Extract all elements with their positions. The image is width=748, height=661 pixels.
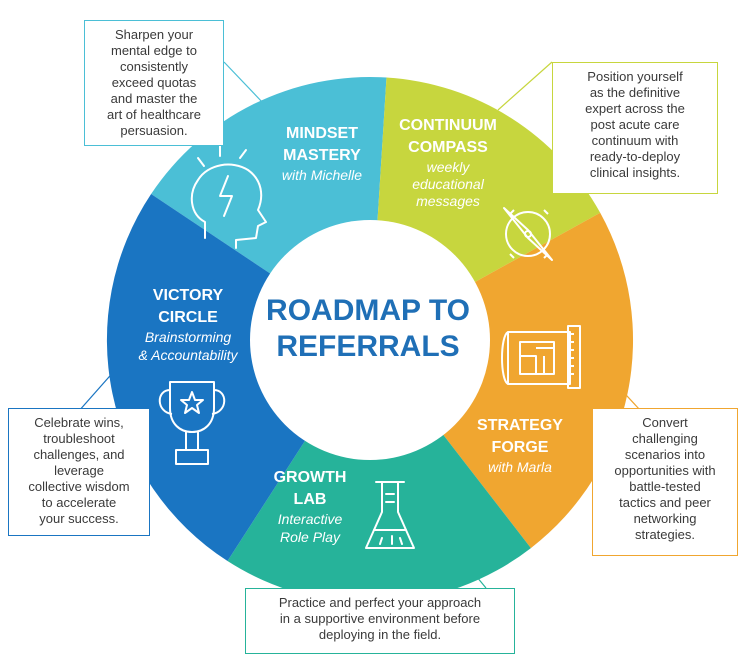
segment-strategy [434,212,634,549]
center-hole [250,220,490,460]
center-title-line2: REFERRALS [276,330,459,363]
mindset-subtitle: with Michelle [282,167,362,183]
connector-mindset [223,61,265,105]
callout-mindset: Sharpen your mental edge to consistently… [84,20,224,146]
segment-victory [106,194,314,561]
segment-label-continuum: CONTINUUM COMPASS weekly educational mes… [399,117,497,209]
continuum-subtitle-line3: messages [416,193,480,209]
segment-continuum [376,77,601,290]
callout-victory-text: Celebrate wins, troubleshoot challenges,… [28,415,130,526]
brain-lightning-icon [190,145,267,249]
victory-subtitle-line1: Brainstorming [145,329,232,345]
segment-growth [227,423,531,604]
callout-continuum: Position yourself as the definitive expe… [552,62,718,194]
mindset-title-line1: MINDSET [286,125,358,142]
growth-subtitle-line2: Role Play [280,529,341,545]
continuum-subtitle-line1: weekly [427,159,471,175]
victory-title-line1: VICTORY [153,287,224,304]
callout-growth-text: Practice and perfect your approach in a … [278,595,482,642]
victory-subtitle-line2: & Accountability [138,347,238,363]
segment-label-victory: VICTORY CIRCLE Brainstorming & Accountab… [138,287,238,363]
strategy-title-line1: STRATEGY [477,417,563,434]
segment-label-growth: GROWTH LAB Interactive Role Play [274,469,347,545]
compass-icon [503,207,553,261]
mindset-title-line2: MASTERY [283,147,361,164]
growth-title-line1: GROWTH [274,469,347,486]
trophy-icon [158,381,226,465]
segment-label-strategy: STRATEGY FORGE with Marla [477,417,563,475]
callout-growth: Practice and perfect your approach in a … [245,588,515,654]
connector-continuum [497,61,553,111]
strategy-title-line2: FORGE [492,439,549,456]
continuum-title-line1: CONTINUUM [399,117,497,134]
callout-continuum-text: Position yourself as the definitive expe… [585,69,685,180]
callout-mindset-text: Sharpen your mental edge to consistently… [107,27,201,138]
flask-icon [365,481,415,549]
callout-strategy-text: Convert challenging scenarios into oppor… [614,415,716,542]
callout-victory: Celebrate wins, troubleshoot challenges,… [8,408,150,536]
continuum-title-line2: COMPASS [408,139,488,156]
continuum-subtitle-line2: educational [412,176,485,192]
callout-strategy: Convert challenging scenarios into oppor… [592,408,738,556]
growth-title-line2: LAB [294,491,327,508]
blueprint-icon [501,325,581,389]
segment-label-mindset: MINDSET MASTERY with Michelle [282,125,362,183]
growth-subtitle-line1: Interactive [278,511,343,527]
strategy-subtitle: with Marla [488,459,552,475]
victory-title-line2: CIRCLE [158,309,218,326]
center-title-line1: ROADMAP TO [266,294,470,327]
